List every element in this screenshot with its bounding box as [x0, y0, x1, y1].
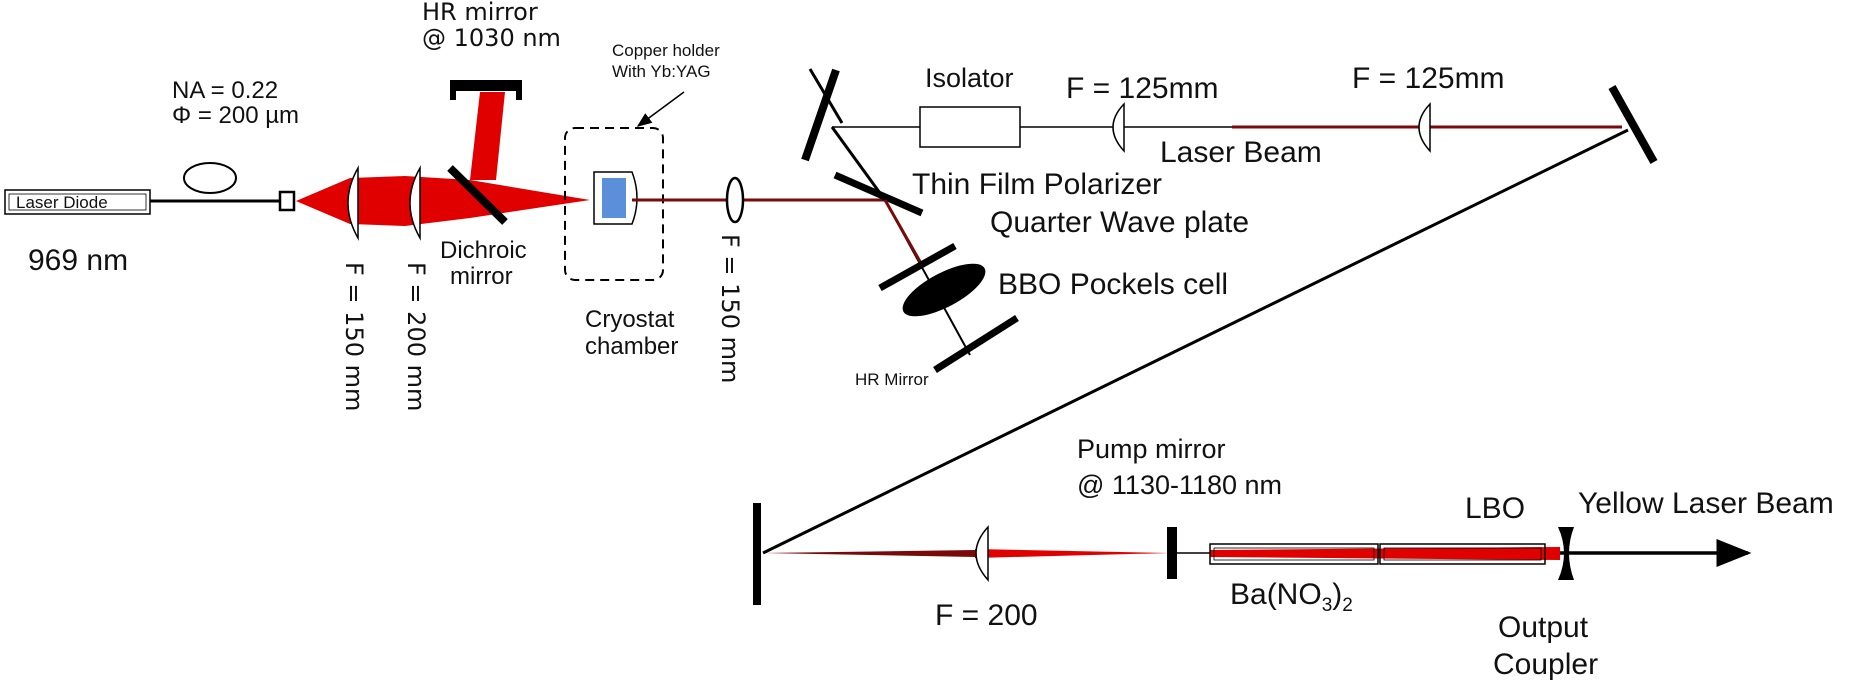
dichroic-label-line1: Dichroic — [440, 237, 527, 264]
cavity-beam-red — [883, 199, 924, 266]
hr-mirror — [933, 315, 1019, 373]
output-coupler-label-line2: Coupler — [1493, 648, 1598, 681]
hr-mirror-1030-label-line2: @ 1030 nm — [422, 24, 561, 52]
laser-diode — [4, 189, 151, 215]
isolator-label: Isolator — [925, 63, 1014, 93]
bottom-beam-segment-1 — [763, 550, 975, 557]
bottom-beam-segment-2 — [975, 549, 1170, 558]
ba-no3-crystal — [1209, 543, 1379, 565]
pump-beam — [296, 92, 590, 226]
lens-1-focal-label: F = 150 mm — [340, 262, 368, 411]
lens-3-focal-label: F = 150 mm — [716, 234, 744, 383]
isolator — [919, 106, 1021, 148]
pump-mirror-label-line1: Pump mirror — [1077, 434, 1226, 464]
diagonal-beam — [762, 128, 1629, 555]
dichroic-label-line2: mirror — [450, 263, 513, 290]
cryostat-label-line1: Cryostat — [585, 306, 675, 333]
pump-mirror-label-line2: @ 1130-1180 nm — [1077, 470, 1282, 500]
lens-2 — [409, 165, 421, 241]
lens-2-focal-label: F = 200 mm — [402, 262, 430, 411]
fold-mirror-left — [801, 68, 840, 162]
hr-mirror-1030 — [450, 80, 522, 100]
yellow-beam-label: Yellow Laser Beam — [1578, 487, 1834, 520]
fold-mirror-right-top — [1608, 85, 1658, 164]
hr-mirror-1030-label-line1: HR mirror — [422, 0, 538, 26]
cryostat-chamber — [564, 127, 664, 281]
cavity-beam-to-top-mirror — [830, 126, 887, 201]
lens-4 — [1112, 102, 1125, 153]
fiber — [150, 162, 296, 212]
pockels-cell — [902, 263, 986, 317]
laser-beam-label: Laser Beam — [1160, 136, 1322, 169]
thin-film-polarizer-label: Thin Film Polarizer — [912, 168, 1162, 201]
wavelength-label: 969 nm — [28, 244, 128, 277]
lbo-label: LBO — [1465, 492, 1525, 525]
fiber-na-label: NA = 0.22 — [172, 77, 278, 104]
bottom-beam-segment-4 — [1210, 547, 1560, 560]
lbo-crystal — [1379, 543, 1546, 565]
output-coupler — [1558, 527, 1574, 580]
copper-holder-pointer — [636, 91, 685, 127]
lens-1 — [347, 165, 359, 241]
lens-3 — [725, 176, 745, 224]
pump-mirror — [1167, 527, 1177, 579]
copper-holder-label-line1: Copper holder — [612, 41, 720, 60]
lens-6 — [975, 525, 989, 582]
copper-holder-label-line2: With Yb:YAG — [612, 62, 711, 81]
cryostat-label-line2: chamber — [585, 333, 678, 360]
hr-mirror-label: HR Mirror — [855, 370, 929, 389]
fiber-core-label: Φ = 200 µm — [172, 102, 299, 129]
laser-diode-label: Laser Diode — [16, 193, 108, 212]
pockels-cell-label: BBO Pockels cell — [998, 268, 1228, 301]
copper-holder — [593, 171, 638, 225]
output-coupler-label-line1: Output — [1498, 611, 1589, 644]
lens-5-focal-label: F = 125mm — [1352, 62, 1505, 95]
lens-4-focal-label: F = 125mm — [1066, 72, 1219, 105]
dichroic-mirror — [447, 165, 508, 225]
ba-no3-label: Ba(NO3)2 — [1230, 578, 1353, 616]
thin-film-polarizer — [833, 171, 924, 217]
quarter-wave-plate — [878, 242, 957, 292]
quarter-wave-plate-label: Quarter Wave plate — [990, 206, 1249, 239]
lens-6-focal-label: F = 200 — [935, 599, 1038, 632]
lens-5 — [1418, 102, 1431, 153]
